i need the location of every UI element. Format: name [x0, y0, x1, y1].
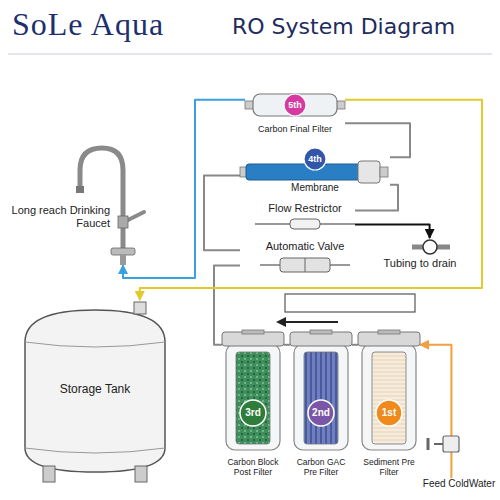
faucet-drawing: [10, 140, 160, 265]
flow-restrictor: Flow Restrictor: [255, 202, 355, 230]
component-label: Carbon GAC Pre Filter: [290, 457, 352, 477]
component-label: Long reach Drinking Faucet: [10, 204, 110, 230]
drain-saddle-drawing: [372, 238, 468, 256]
stage-number: 1st: [375, 400, 403, 426]
water-line: [140, 100, 482, 300]
component-label: Carbon Block Post Filter: [222, 457, 284, 477]
component-label: Storage Tank: [15, 382, 175, 396]
post-filter: 3rdCarbon Block Post Filter: [222, 330, 284, 478]
brand-logo: SoLe Aqua: [12, 6, 164, 43]
water-line: [420, 345, 451, 478]
water-line: [352, 344, 358, 346]
storage-tank: Storage Tank: [15, 300, 175, 482]
stage-number: 4th: [301, 148, 329, 170]
mounting-bracket: [285, 294, 415, 312]
water-line: [355, 185, 398, 211]
water-line: [284, 344, 290, 346]
stage-number: 3rd: [239, 400, 267, 426]
stage-number: 5th: [281, 94, 309, 116]
feed-valve: [428, 436, 459, 452]
drain-saddle: Tubing to drain: [372, 238, 468, 271]
component-label: Tubing to drain: [372, 257, 468, 270]
water-line: [355, 224, 430, 238]
automatic-valve: Automatic Valve: [240, 240, 370, 274]
header-rule: [8, 54, 492, 55]
membrane: 4thMembrane: [240, 148, 390, 194]
gac-filter: 2ndCarbon GAC Pre Filter: [290, 330, 352, 478]
component-label: Automatic Valve: [240, 240, 370, 253]
component-label: Carbon Final Filter: [245, 124, 345, 135]
water-line: [204, 176, 240, 251]
water-line: [345, 123, 410, 157]
gac-filter-drawing: [290, 330, 352, 455]
stage-number: 2nd: [307, 400, 335, 426]
water-line: [123, 100, 245, 278]
component-label: Membrane: [240, 182, 390, 194]
post-filter-drawing: [222, 330, 284, 455]
component-label: Flow Restrictor: [255, 202, 355, 215]
flow-direction-arrow: [276, 317, 338, 327]
component-label: Sediment Pre Filter: [358, 457, 420, 477]
sediment-filter: 1stSediment Pre Filter: [358, 330, 420, 478]
final-filter: 5thCarbon Final Filter: [245, 88, 345, 135]
sediment-filter-drawing: [358, 330, 420, 455]
diagram-title: RO System Diagram: [232, 14, 455, 39]
feed-inlet: Feed ColdWater: [421, 478, 497, 490]
faucet: Long reach Drinking Faucet: [10, 140, 160, 265]
component-label: Feed ColdWater: [421, 478, 497, 490]
